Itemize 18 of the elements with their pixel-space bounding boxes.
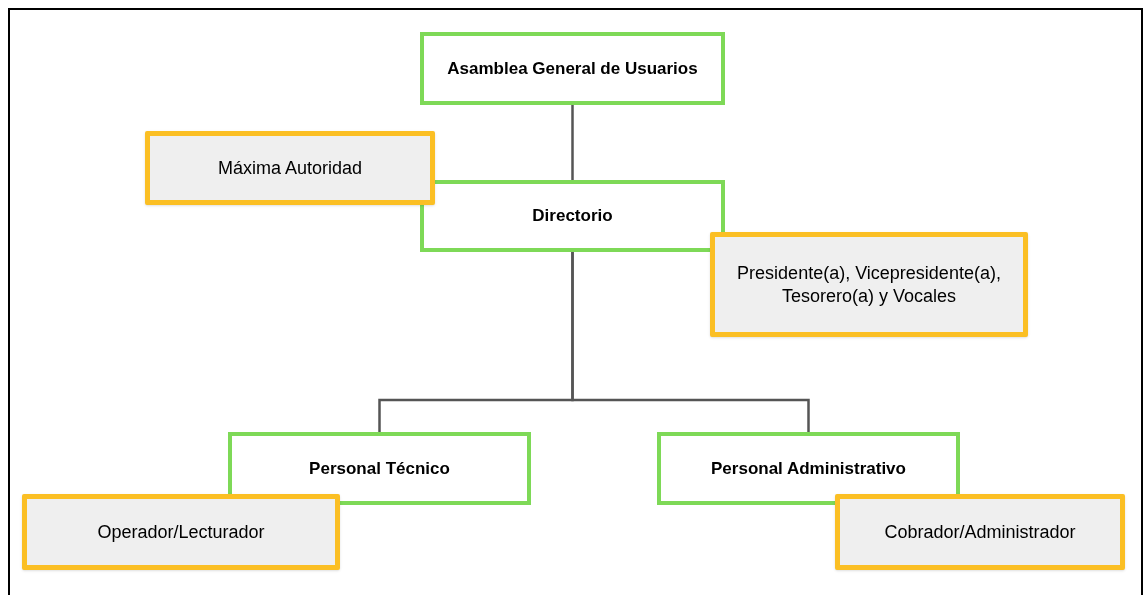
box-label: Directorio [532,205,613,227]
org-box [420,180,725,252]
box-label: Personal Administrativo [711,457,906,480]
box-label: Operador/Lecturador [97,520,265,544]
box-label: Asamblea General de Usuarios [447,57,698,80]
connector-line [571,252,810,432]
box-label: Máxima Autoridad [217,156,363,180]
box-label: Cobrador/Administrador [884,520,1076,544]
connector-line [571,105,574,180]
org-box [657,432,960,505]
note-box [22,494,340,570]
note-box [145,131,435,205]
note-box [835,494,1125,570]
note-box [710,232,1028,337]
box-label: Personal Técnico [309,457,450,480]
box-label: Presidente(a), Vicepresidente(a), Tesorero(a) y Vocales [736,262,1002,307]
org-box [228,432,531,505]
org-box [420,32,725,105]
